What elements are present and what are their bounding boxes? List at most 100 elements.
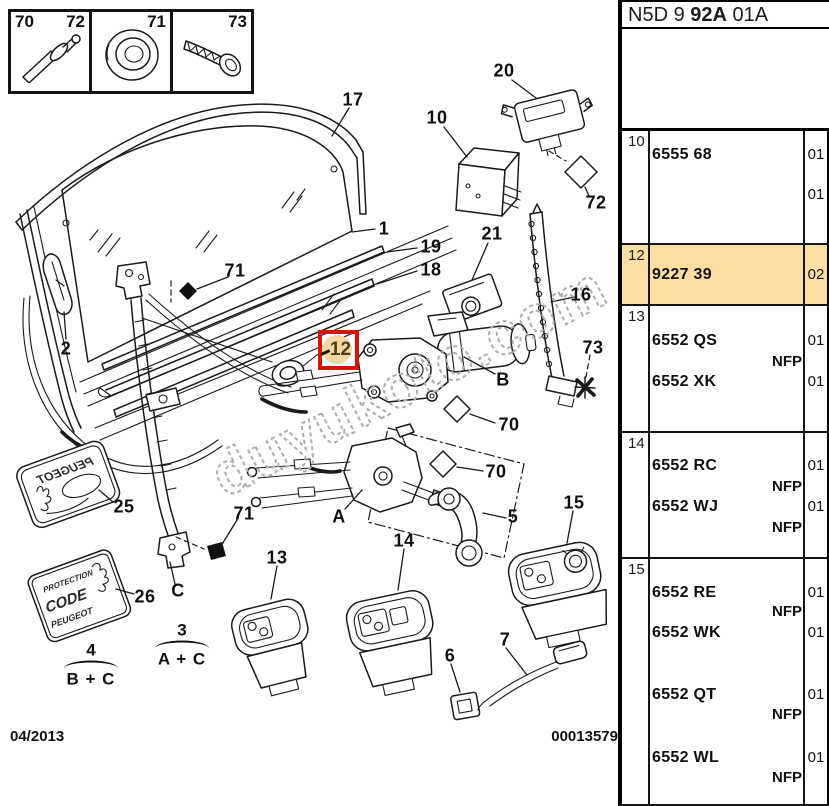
part-number[interactable]: 6552 XK bbox=[652, 373, 717, 390]
callout-18: 18 bbox=[420, 259, 442, 280]
part-number[interactable]: 6552 QT bbox=[652, 686, 717, 703]
brace bbox=[64, 660, 118, 671]
part-number[interactable]: 6552 RE bbox=[652, 584, 717, 601]
callout-16: 16 bbox=[570, 284, 592, 305]
callout-70-upper: 70 bbox=[498, 414, 520, 435]
part-qty: 01 bbox=[807, 498, 825, 515]
callout-14: 14 bbox=[393, 530, 415, 551]
highlighted-callout-12: 12 bbox=[329, 339, 352, 360]
part-number[interactable]: 6552 QS bbox=[652, 332, 718, 349]
door-seal bbox=[19, 206, 82, 433]
edition-date: 04/2013 bbox=[10, 728, 65, 745]
part-qty: 02 bbox=[807, 266, 825, 283]
part-line: 9227 39 02 bbox=[622, 266, 827, 284]
row-ref: 13 bbox=[628, 308, 645, 325]
window-glass bbox=[61, 125, 353, 363]
catalog-ref-prefix: N5D 9 bbox=[628, 4, 691, 26]
leader-lines bbox=[63, 79, 591, 693]
part-line: 6552 WL 01 bbox=[622, 749, 827, 767]
motor-assembly bbox=[258, 311, 537, 403]
mount-plate bbox=[442, 273, 503, 324]
part-number[interactable]: 6552 WJ bbox=[652, 498, 719, 515]
regulator-rail bbox=[115, 261, 191, 569]
row-ref: 14 bbox=[628, 435, 645, 452]
part-number[interactable]: 9227 39 bbox=[652, 266, 712, 283]
group-callout-4: 4 B + C bbox=[64, 640, 118, 689]
part-qty: 01 bbox=[807, 686, 825, 703]
part-qty: 01 bbox=[807, 186, 825, 203]
catalog-ref-bold: 92A bbox=[690, 4, 727, 26]
legend-label-73: 73 bbox=[228, 12, 247, 31]
row-ref: 10 bbox=[628, 133, 645, 150]
legend-label-72: 72 bbox=[66, 12, 85, 31]
part-line: 6552 WK 01 bbox=[622, 624, 827, 642]
callout-7: 7 bbox=[499, 629, 511, 650]
part-number[interactable]: 6552 RC bbox=[652, 457, 718, 474]
part-line: 01 bbox=[622, 186, 827, 204]
guide-rail bbox=[528, 203, 578, 408]
fastener-marks bbox=[179, 282, 596, 560]
group-callout-number: 4 bbox=[86, 640, 96, 660]
part-number[interactable]: 6552 WK bbox=[652, 624, 721, 641]
callout-A: A bbox=[332, 506, 346, 527]
callout-17: 17 bbox=[342, 89, 364, 110]
callout-70-lower: 70 bbox=[485, 461, 507, 482]
callout-2: 2 bbox=[60, 338, 72, 359]
part-line: 6552 QT 01 bbox=[622, 686, 827, 704]
screw-icon bbox=[183, 40, 242, 78]
part-qty: 01 bbox=[807, 584, 825, 601]
group-callout-members: B + C bbox=[66, 669, 116, 689]
nfp-flag: NFP bbox=[772, 603, 802, 620]
part-qty: 01 bbox=[807, 624, 825, 641]
applicability-box bbox=[622, 29, 829, 128]
sticker-25: PEUGEOT bbox=[16, 440, 121, 529]
callout-C: C bbox=[171, 580, 185, 601]
callout-13: 13 bbox=[266, 547, 288, 568]
nfp-flag: NFP bbox=[772, 706, 802, 723]
part-number[interactable]: 6555 68 bbox=[652, 146, 712, 163]
control-module bbox=[500, 89, 593, 157]
callout-19: 19 bbox=[420, 236, 442, 257]
run-channel bbox=[15, 103, 367, 231]
nfp-flag: NFP bbox=[772, 769, 802, 786]
part-line: 6552 XK 01 bbox=[622, 373, 827, 391]
callout-10: 10 bbox=[426, 107, 448, 128]
row-ref: 15 bbox=[628, 561, 645, 578]
grommet-icon bbox=[105, 29, 159, 82]
callout-25: 25 bbox=[113, 496, 135, 517]
legend-box-grommet: 71 bbox=[89, 9, 173, 94]
crank-handle bbox=[427, 487, 483, 567]
part-qty: 01 bbox=[807, 749, 825, 766]
brace bbox=[155, 640, 209, 651]
switch-13 bbox=[231, 598, 309, 697]
callout-72: 72 bbox=[585, 192, 607, 213]
callout-20: 20 bbox=[493, 60, 515, 81]
catalog-ref-suffix: 01A bbox=[726, 4, 769, 26]
part-qty: 01 bbox=[807, 373, 825, 390]
catalog-reference: N5D 9 92A 01A bbox=[622, 0, 829, 29]
parts-row-12[interactable]: 12 9227 39 02 bbox=[622, 245, 827, 306]
legend-box-screw: 73 bbox=[170, 9, 254, 94]
callout-6: 6 bbox=[444, 645, 456, 666]
highlight-box-12[interactable]: 12 bbox=[318, 330, 359, 370]
callout-1: 1 bbox=[378, 218, 390, 239]
part-number[interactable]: 6552 WL bbox=[652, 749, 720, 766]
rail-strips bbox=[79, 225, 457, 441]
row-ref: 12 bbox=[628, 247, 645, 264]
rivet-icon bbox=[22, 34, 81, 84]
exploded-diagram: PEUGEOT PROTECTION CODE PEUGEOT bbox=[15, 79, 619, 721]
legend-box-rivet: 70 72 bbox=[8, 9, 92, 94]
part-qty: 01 bbox=[807, 457, 825, 474]
part-line: 6552 RE 01 bbox=[622, 584, 827, 602]
switch-15 bbox=[507, 541, 608, 649]
clip-marks bbox=[429, 155, 598, 478]
switch-14 bbox=[345, 590, 434, 696]
